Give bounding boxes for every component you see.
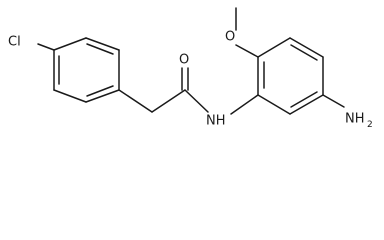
methoxy-oxygen-atom: O — [225, 30, 235, 45]
methoxyaniline-ring — [257, 37, 324, 115]
double-bond-inner — [86, 43, 114, 55]
molecule-diagram: Cl O NH O NH 2 — [8, 7, 373, 130]
bond — [289, 94, 324, 115]
bond — [257, 37, 291, 58]
bond — [289, 37, 324, 58]
bond — [257, 94, 291, 115]
bond — [53, 89, 87, 103]
double-bond-inner — [290, 44, 318, 61]
double-bond-inner — [86, 85, 114, 97]
bond-n-ring — [230, 94, 259, 115]
bond-ch2-co — [151, 89, 186, 113]
bond-ring-ch2 — [118, 89, 153, 113]
structure-canvas: Cl O NH O NH 2 — [8, 7, 373, 130]
bond — [85, 37, 120, 51]
double-bond-inner — [290, 91, 318, 108]
bond-ring-o — [235, 44, 259, 58]
bond-c-n — [184, 89, 209, 113]
chlorophenyl-ring — [53, 37, 120, 103]
bond — [53, 37, 87, 51]
bond-ring-nh2 — [322, 94, 345, 108]
bond — [85, 89, 120, 103]
bond-c-cl — [37, 43, 55, 51]
amine-subscript: 2 — [367, 120, 373, 130]
carbonyl-oxygen-atom: O — [179, 53, 189, 68]
amide-nitrogen-atom: NH — [206, 114, 226, 129]
amine-nitrogen-atom: NH — [345, 112, 365, 127]
chlorine-atom: Cl — [8, 35, 21, 50]
